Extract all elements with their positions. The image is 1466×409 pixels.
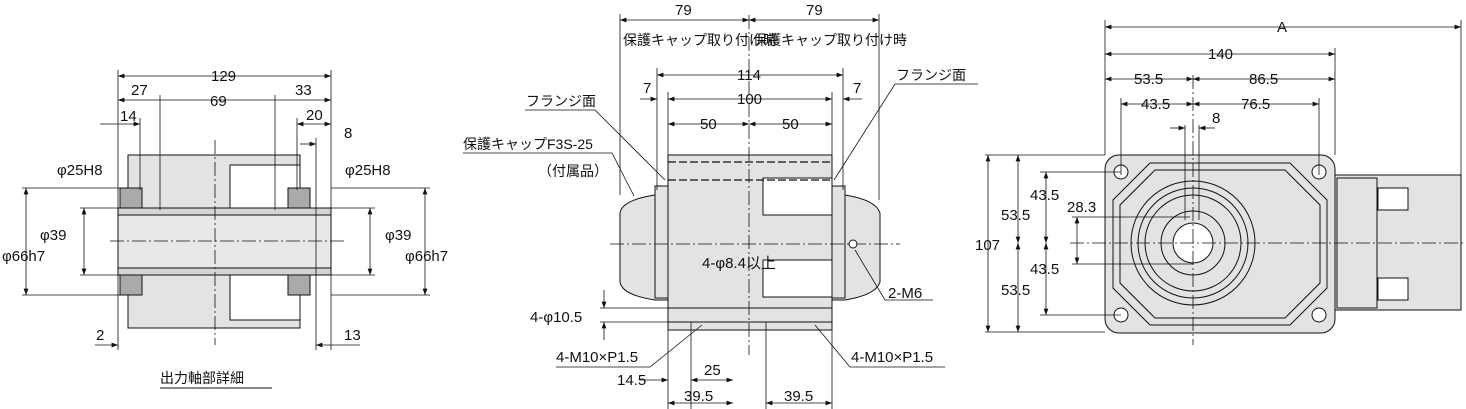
dim-107: 107 — [975, 237, 1000, 254]
bearing-right-top — [287, 187, 311, 209]
dim-53-5-top: 53.5 — [1001, 207, 1030, 224]
bearing-left-bottom — [119, 274, 143, 296]
dim-A: A — [1277, 19, 1287, 36]
dim-14: 14 — [120, 108, 137, 125]
dim-8-key: 8 — [1212, 110, 1220, 127]
cap-note-right: 保護キャップ取り付け時 — [753, 32, 907, 48]
dim-20: 20 — [306, 107, 323, 124]
dim-39-5-right: 39.5 — [784, 388, 813, 405]
bore-left-label: φ25H8 — [57, 162, 103, 179]
dia39-left-label: φ39 — [40, 227, 66, 244]
m6-note: 2-M6 — [888, 285, 922, 302]
front-view: 79 79 保護キャップ取り付け時 保護キャップ取り付け時 114 100 7 … — [463, 2, 978, 409]
dim-140: 140 — [1208, 46, 1233, 63]
dim-43-5-top: 43.5 — [1030, 187, 1059, 204]
thread-left-label: 4-M10×P1.5 — [556, 349, 638, 366]
dia39-right-label: φ39 — [385, 227, 411, 244]
view-caption: 出力軸部詳細 — [160, 370, 244, 386]
dim-100: 100 — [737, 91, 762, 108]
mount-hole — [1311, 307, 1327, 323]
dim-129: 129 — [211, 68, 236, 85]
flange-body — [1104, 154, 1336, 334]
dim-50-left: 50 — [700, 116, 717, 133]
side-view: A 140 53.5 86.5 43.5 76.5 8 28.3 43.5 43… — [975, 19, 1466, 345]
dim-53-5-bottom: 53.5 — [1001, 282, 1030, 299]
dim-39-5-left: 39.5 — [684, 388, 713, 405]
dim-86-5: 86.5 — [1249, 71, 1278, 88]
dim-79-right: 79 — [806, 2, 823, 19]
dim-7-right: 7 — [853, 80, 861, 97]
dim-28-3: 28.3 — [1067, 199, 1096, 216]
cap-part-label: 保護キャップF3S-25 — [463, 136, 593, 152]
dim-69: 69 — [210, 93, 227, 110]
dim-25: 25 — [704, 362, 721, 379]
dim-8: 8 — [344, 125, 352, 142]
bore-right-label: φ25H8 — [345, 162, 391, 179]
dim-50-right: 50 — [782, 116, 799, 133]
dia66-right-label: φ66h7 — [405, 248, 448, 265]
dim-27: 27 — [131, 82, 148, 99]
dim-114: 114 — [737, 67, 761, 84]
bearing-right-bottom — [287, 274, 311, 296]
dim-33: 33 — [295, 82, 312, 99]
dim-14-5: 14.5 — [617, 372, 646, 389]
bearing-left-top — [119, 187, 143, 209]
dim-79-left: 79 — [675, 2, 692, 19]
dim-13: 13 — [344, 327, 361, 344]
flange-face-left-label: フランジ面 — [526, 93, 596, 109]
dim-43-5-bottom: 43.5 — [1030, 261, 1059, 278]
thread-right-label: 4-M10×P1.5 — [851, 349, 933, 366]
dim-76-5: 76.5 — [1241, 96, 1270, 113]
dim-53-5-horizontal: 53.5 — [1134, 71, 1163, 88]
flange-face-right-label: フランジ面 — [896, 67, 966, 83]
output-shaft-detail-view: 129 27 69 33 14 20 8 φ25H8 φ25H8 φ39 φ39… — [2, 68, 448, 389]
m6-hole — [848, 239, 858, 249]
dia66-left-label: φ66h7 — [2, 248, 45, 265]
cap-note-left: 保護キャップ取り付け時 — [623, 32, 777, 48]
dim-43-5-horizontal: 43.5 — [1141, 96, 1170, 113]
accessory-label: （付属品） — [538, 163, 608, 179]
hole-note: 4-φ8.4以上 — [702, 255, 776, 272]
hole-10-5-label: 4-φ10.5 — [530, 309, 582, 326]
dim-2: 2 — [96, 327, 104, 344]
dim-7-left: 7 — [643, 80, 651, 97]
